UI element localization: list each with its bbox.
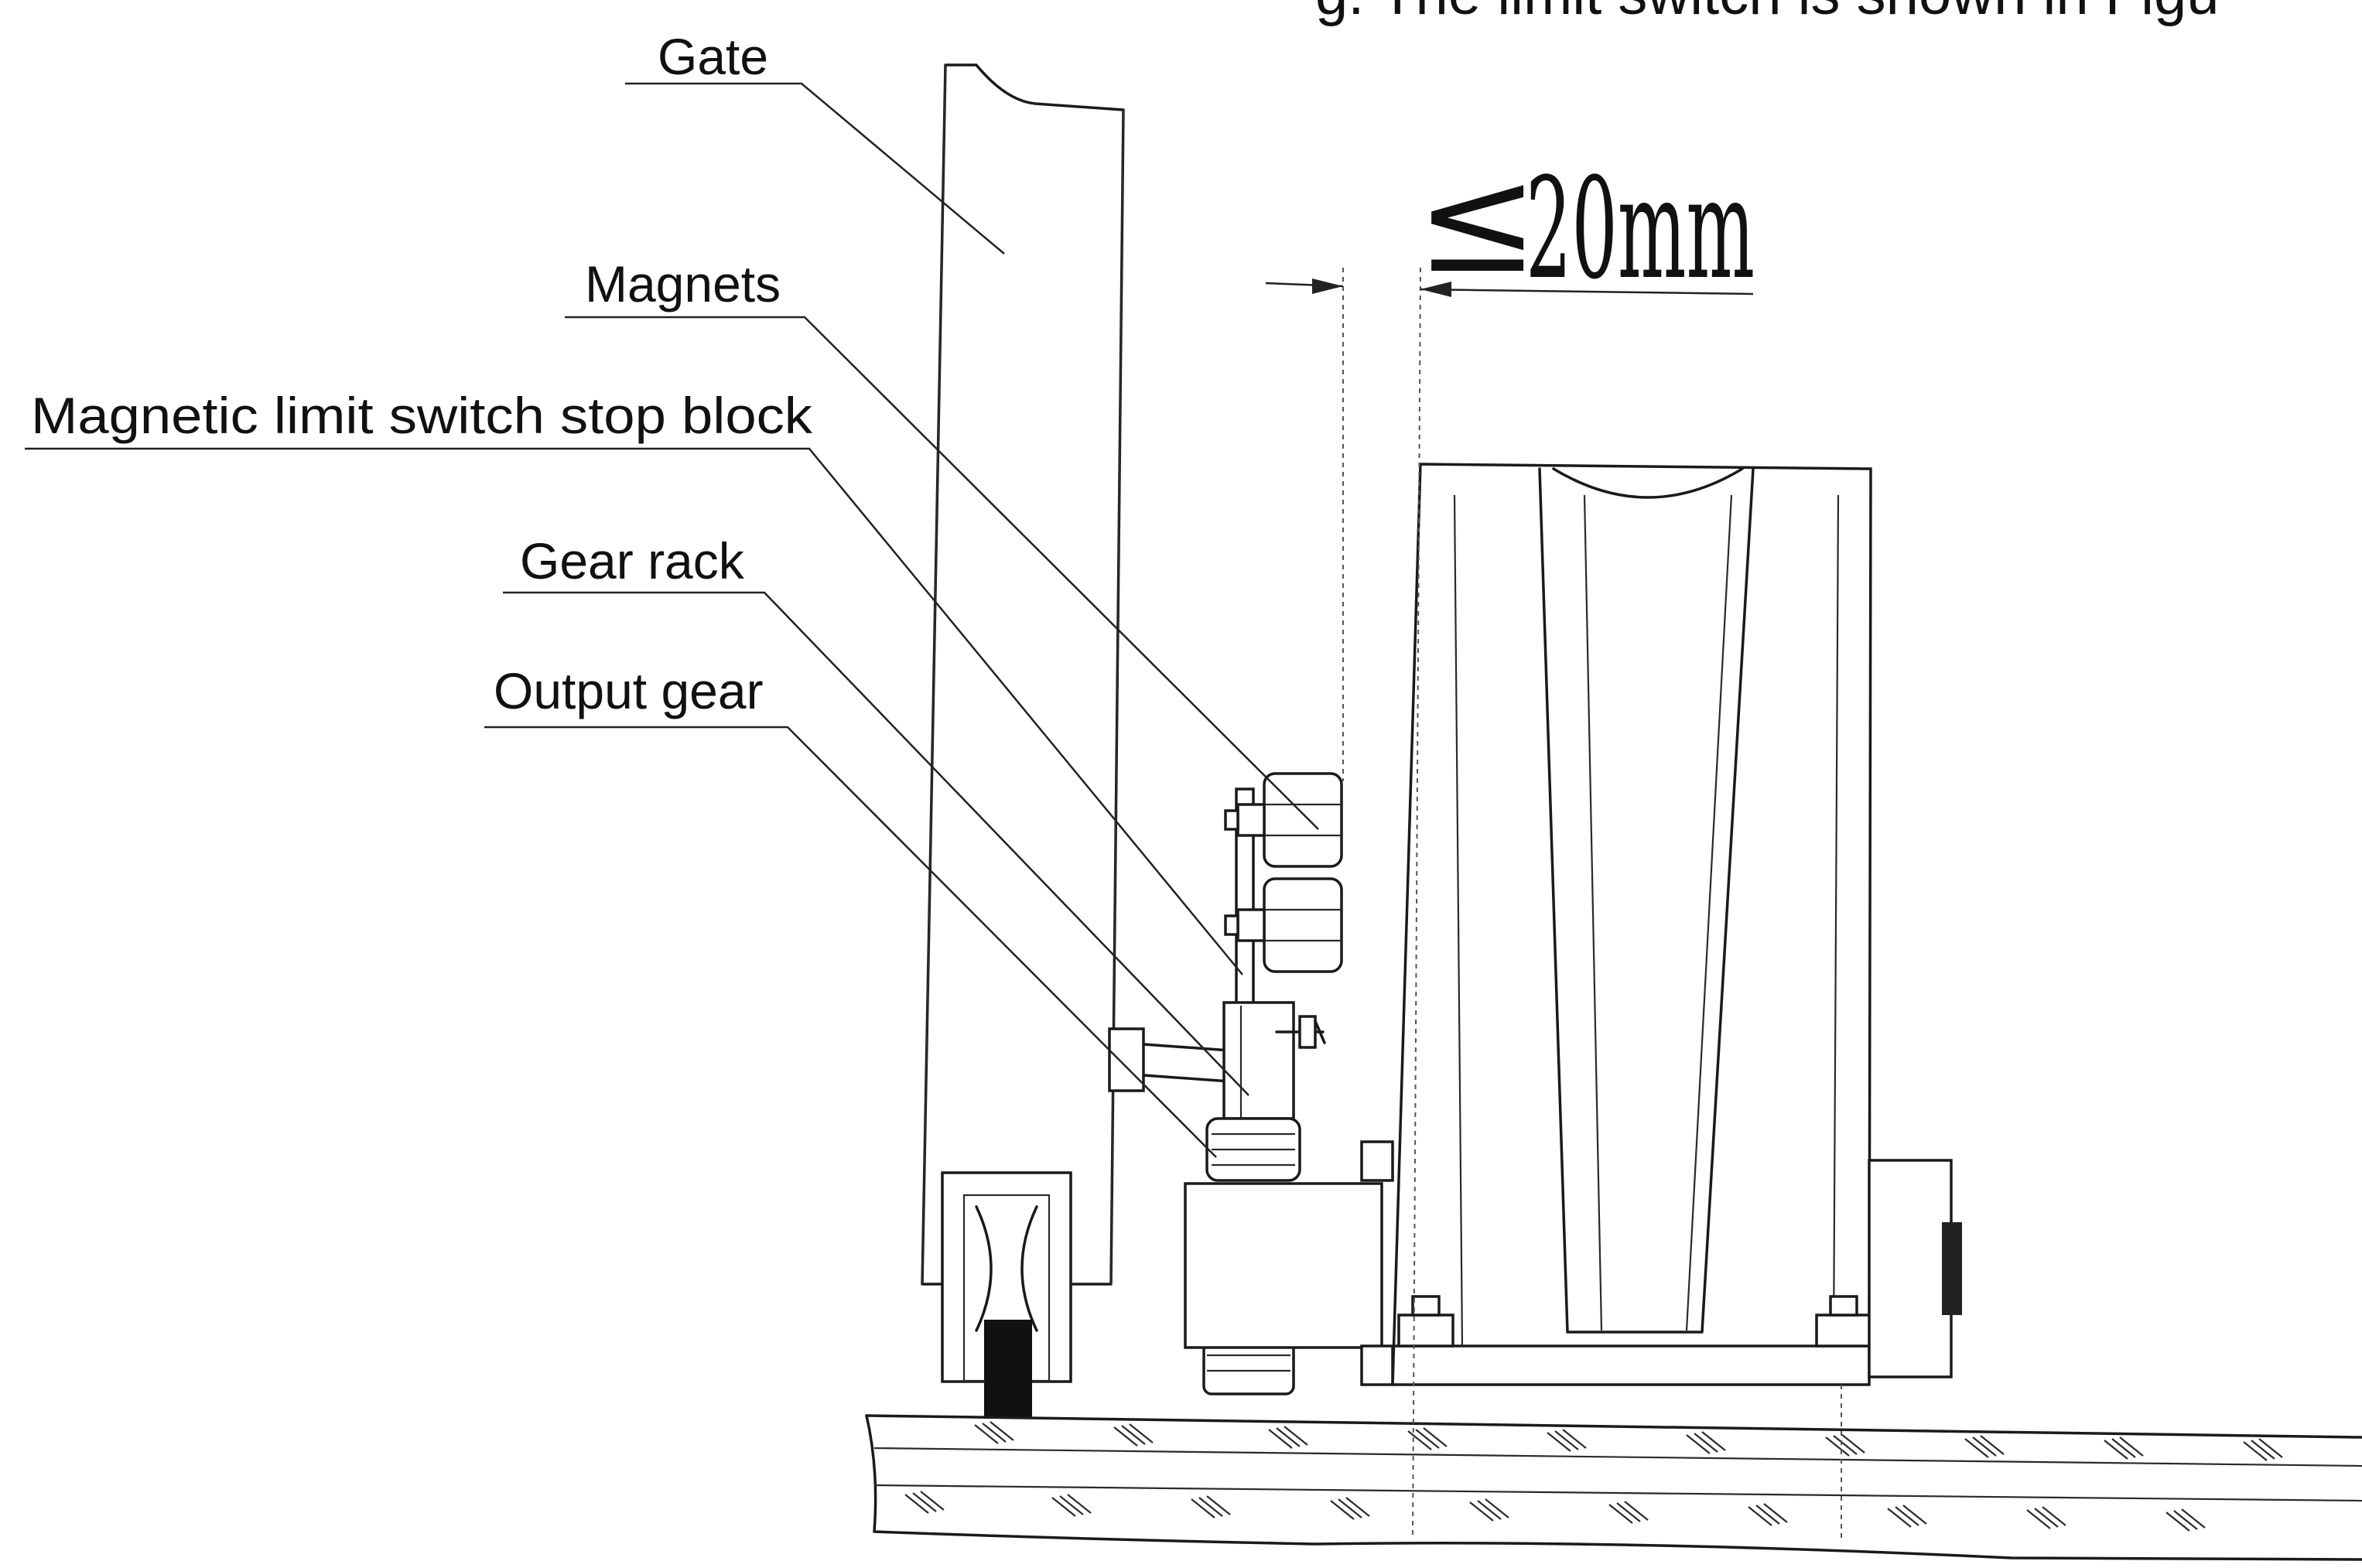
label-gate: Gate [658, 28, 768, 85]
gap-dimension: ≤ 20mm [1265, 135, 1842, 1540]
motor-bolt-left [1397, 1313, 1454, 1348]
dimension-value: 20mm [1526, 149, 1755, 310]
motor-body [1391, 463, 1962, 1386]
rack-bracket [1108, 1027, 1232, 1092]
roller-axle-bolt [984, 1320, 1032, 1419]
motor-bolt-right [1815, 1313, 1872, 1348]
label-output-gear: Output gear [494, 662, 764, 719]
magnet-upper [1224, 772, 1343, 868]
label-gear-rack: Gear rack [520, 532, 745, 589]
ground-slab [865, 1414, 2362, 1561]
callout-gear-rack: Gear rack [503, 532, 1249, 1096]
callout-gate: Gate [625, 28, 1005, 255]
callout-stop-block: Magnetic limit switch stop block [25, 387, 1243, 975]
output-gear [1202, 1117, 1301, 1395]
stop-block [1222, 787, 1326, 1120]
caption-fragment: g. The limit switch is shown in Figu [1315, 0, 2220, 27]
gate-roller [941, 1171, 1072, 1419]
callout-magnets: Magnets [565, 255, 1319, 830]
callout-output-gear: Output gear [484, 662, 1217, 1158]
gate-post [921, 63, 1125, 1286]
motor-end-cap [1942, 1222, 1962, 1315]
gear-housing [1184, 1140, 1394, 1386]
label-stop-block: Magnetic limit switch stop block [31, 387, 813, 444]
magnet-lower [1224, 877, 1343, 973]
label-magnets: Magnets [585, 255, 781, 313]
dimension-symbol: ≤ [1416, 135, 1539, 306]
